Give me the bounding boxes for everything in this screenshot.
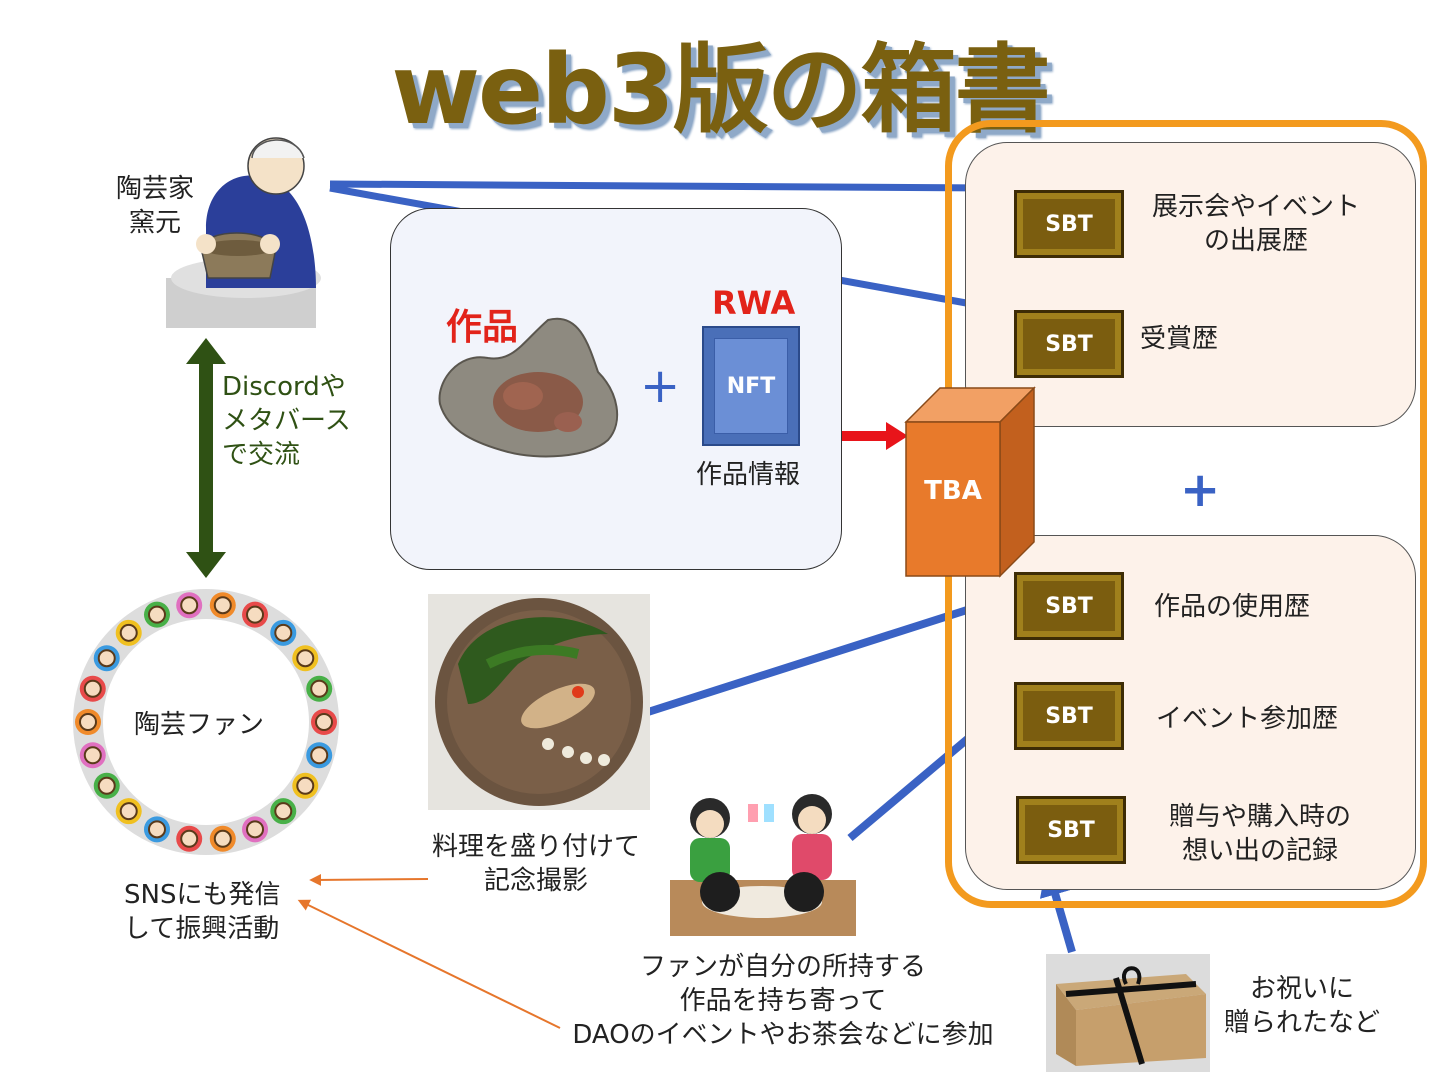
fan-kid-face (83, 746, 102, 765)
fan-kid-face (147, 605, 166, 624)
fan-kid-face (246, 605, 265, 624)
fan-kid-face (180, 596, 199, 615)
tba-label: TBA (924, 476, 982, 506)
sbt-label-event: イベント参加歴 (1156, 704, 1339, 734)
arrow-cooking-to-usage (646, 592, 1005, 716)
fan-kid-face (119, 623, 138, 642)
fans-label: 陶芸ファン (134, 710, 265, 740)
arrow-potter-to-exhibition (329, 173, 1004, 202)
fans-ring-illustration (73, 589, 339, 855)
sbt-badge-usage: SBT (1014, 572, 1124, 640)
fan-kid-face (274, 623, 293, 642)
arrow-cooking-to-sns (309, 873, 429, 886)
party-illustration (670, 794, 856, 936)
sbt-badge-award: SBT (1014, 310, 1124, 378)
fan-kid-face (296, 776, 315, 795)
nft-label: NFT (714, 338, 788, 434)
sbt-badge-event: SBT (1014, 682, 1124, 750)
sbt-label-exhibition: 展示会やイベント の出展歴 (1151, 192, 1360, 256)
potter-illustration (166, 137, 321, 328)
fan-kid-face (97, 776, 116, 795)
work-info-label: 作品情報 (696, 460, 801, 490)
plus-sign-panels: + (1180, 462, 1221, 518)
fan-kid-face (79, 713, 97, 731)
sbt-label-memory: 贈与や購入時の 想い出の記録 (1168, 802, 1351, 866)
fan-kid-face (310, 679, 329, 698)
arrow-party-to-sns (297, 899, 561, 1029)
cooking-photo (428, 594, 650, 810)
sbt-label-award: 受賞歴 (1140, 324, 1219, 354)
gift-label: お祝いに 贈られたなど (1223, 974, 1380, 1038)
sbt-panel-creator (965, 142, 1416, 427)
work-label: 作品 (446, 307, 519, 348)
arrow-potter-fans-exchange (186, 338, 226, 578)
page-title: web3版の箱書 (391, 34, 1050, 146)
exchange-label: Discordや メタバース で交流 (222, 372, 351, 470)
rwa-label: RWA (712, 284, 796, 322)
cooking-label: 料理を盛り付けて 記念撮影 (431, 832, 640, 896)
fan-kid-face (274, 802, 293, 821)
fan-kid-face (83, 679, 102, 698)
fan-kid-face (147, 820, 166, 839)
gift-box-photo (1046, 954, 1210, 1072)
potter-label: 陶芸家 窯元 (116, 174, 195, 238)
sbt-label-usage: 作品の使用歴 (1154, 592, 1311, 622)
fan-kid-face (213, 829, 232, 848)
fan-kid-face (180, 829, 199, 848)
pottery-image (438, 317, 619, 458)
fan-kid-face (315, 713, 333, 731)
fan-kid-face (296, 649, 315, 668)
fan-kid-face (97, 649, 116, 668)
sbt-badge-memory: SBT (1016, 796, 1126, 864)
nft-box: NFT (702, 326, 800, 446)
tba-box (904, 386, 1036, 578)
sbt-badge-exhibition: SBT (1014, 190, 1124, 258)
plus-sign-work: + (640, 358, 681, 414)
fan-kid-face (246, 820, 265, 839)
party-label: ファンが自分の所持する 作品を持ち寄って DAOのイベントやお茶会などに参加 (572, 952, 994, 1050)
sns-label: SNSにも発信 して振興活動 (124, 880, 281, 944)
fan-kid-face (310, 746, 329, 765)
fan-kid-face (213, 596, 232, 615)
fan-kid-face (119, 802, 138, 821)
